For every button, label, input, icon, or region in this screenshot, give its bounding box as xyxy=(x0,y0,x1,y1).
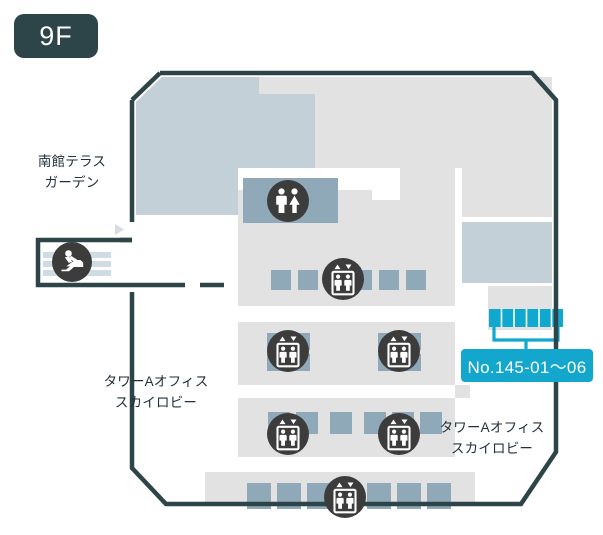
escalator-icon[interactable] xyxy=(52,242,92,282)
highlighted-room-tag[interactable]: No.145-01〜06 xyxy=(461,349,593,382)
zone-terrace-garden xyxy=(136,77,315,215)
region-grey-right-lower xyxy=(488,286,552,311)
region-grey-top xyxy=(259,77,552,168)
region-grey-band-a-cut xyxy=(318,322,372,385)
perimeter-wall xyxy=(129,70,559,507)
region-grey-core-notch2 xyxy=(372,168,400,200)
region-grey-bottom-step xyxy=(205,481,237,504)
label-sky-lobby-right: タワーAオフィス スカイロビー xyxy=(439,420,545,456)
label-terrace-garden: 南館テラス ガーデン xyxy=(37,154,107,190)
elevator-icon[interactable] xyxy=(376,328,422,374)
escalator-bay-wall xyxy=(35,237,132,288)
zone-right-blue xyxy=(462,222,552,283)
elevator-cab xyxy=(330,412,352,434)
elevator-icon[interactable] xyxy=(265,328,311,374)
region-grey-right-small-a xyxy=(455,385,470,398)
elevator-cab xyxy=(298,270,318,290)
restroom-icon[interactable] xyxy=(267,180,309,222)
elevator-cab xyxy=(271,270,291,290)
elevator-icon[interactable] xyxy=(265,411,311,457)
elevator-cab xyxy=(406,270,426,290)
region-grey-right-upper xyxy=(462,166,552,217)
elevator-cab xyxy=(379,270,399,290)
elevator-icon[interactable] xyxy=(320,256,366,302)
elevator-icon[interactable] xyxy=(322,474,368,520)
floor-regions-blue xyxy=(136,77,552,283)
perimeter-chamfer-top-left xyxy=(130,71,162,102)
floor-outline-group xyxy=(129,70,559,507)
elevator-cab xyxy=(420,412,442,434)
floor-badge[interactable]: 9F xyxy=(14,14,98,58)
direction-arrow-icon xyxy=(115,224,124,235)
highlighted-units-group[interactable] xyxy=(489,309,563,349)
elevator-icon[interactable] xyxy=(376,411,422,457)
label-sky-lobby-left: タワーAオフィス スカイロビー xyxy=(103,374,209,410)
